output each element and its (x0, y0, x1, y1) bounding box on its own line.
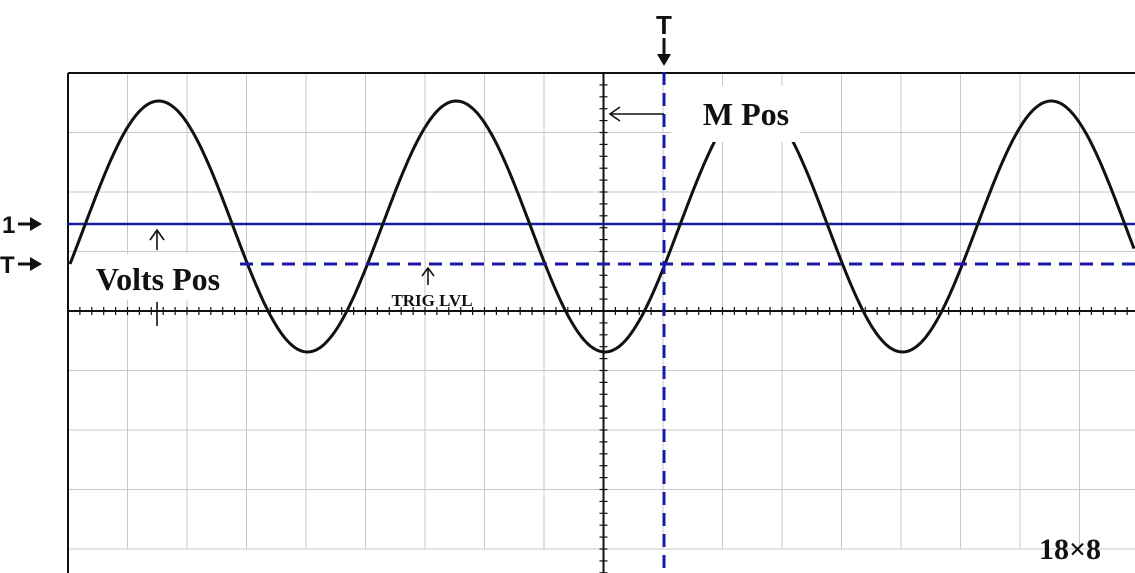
sine-waveform (68, 99, 1135, 354)
channel-1-marker-arrow-icon (18, 217, 42, 231)
volts-pos-label: Volts Pos (96, 261, 220, 297)
m-pos-label: M Pos (703, 96, 789, 132)
grid-size-label: 18×8 (1039, 533, 1101, 566)
graticule-ticks (67, 72, 1128, 573)
trigger-level-marker-arrow-icon (18, 257, 42, 271)
m-pos-label-background (672, 86, 800, 142)
m-pos-arrow (608, 106, 664, 122)
trigger-level-marker-label: T (0, 252, 15, 279)
volts-pos-label-background (88, 254, 238, 300)
channel-1-marker-label: 1 (2, 212, 15, 239)
trigger-top-marker-arrow-icon (657, 38, 671, 66)
trigger-top-marker-label: T (656, 10, 672, 40)
trig-lvl-label: TRIG LVL (391, 291, 472, 310)
volts-pos-arrow (149, 228, 165, 326)
trig-lvl-arrow (421, 266, 435, 285)
